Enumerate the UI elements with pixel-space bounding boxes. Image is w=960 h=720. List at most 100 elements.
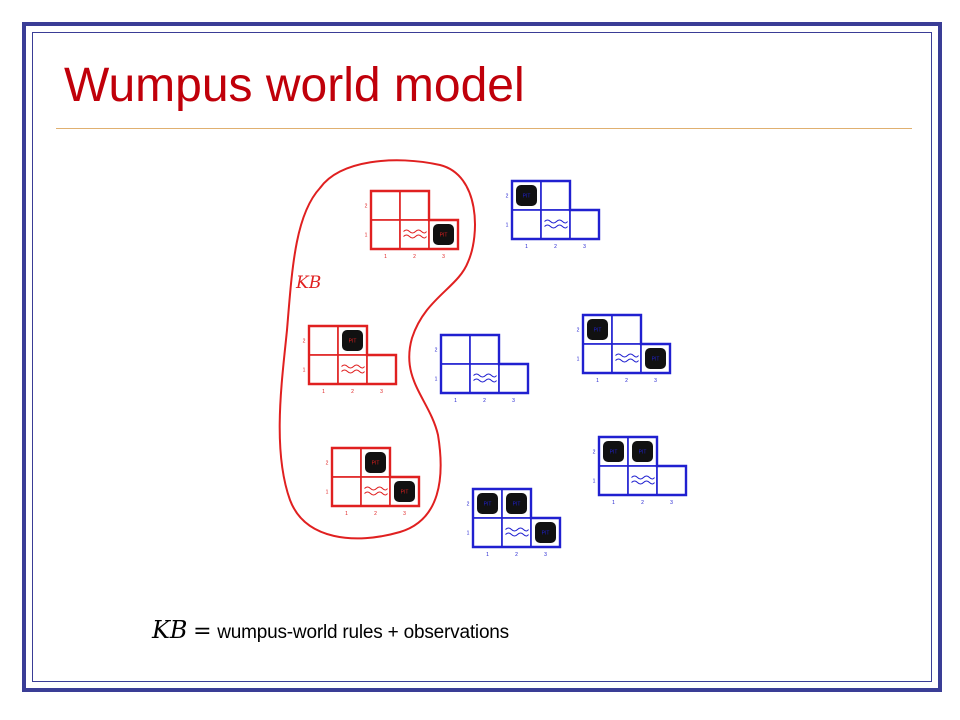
y-axis-label: 1 <box>593 479 596 485</box>
pit-icon <box>433 224 454 245</box>
breeze-icon <box>505 527 529 532</box>
breeze-icon <box>631 475 655 480</box>
caption-rhs: wumpus-world rules + observations <box>217 622 509 643</box>
y-axis-label: 2 <box>467 502 470 508</box>
grid-outline <box>471 487 562 549</box>
grid-cell <box>469 334 500 365</box>
x-axis-label: 2 <box>483 398 486 404</box>
pit-icon <box>645 348 666 369</box>
grid-cell <box>337 354 368 385</box>
grid-cell <box>399 219 430 250</box>
y-axis-label: 2 <box>506 194 509 200</box>
model-g: PIT PIT 1 2 3 1 2 <box>593 435 688 506</box>
breeze-icon <box>364 491 388 496</box>
pit-label: PIT <box>523 194 531 200</box>
y-axis-label: 1 <box>506 223 509 229</box>
pit-icon <box>394 481 415 502</box>
grid-outline <box>581 313 672 375</box>
x-axis-label: 3 <box>544 552 547 558</box>
model-e: 1 2 3 1 2 <box>435 333 530 404</box>
x-axis-label: 3 <box>380 389 383 395</box>
breeze-icon <box>615 353 639 358</box>
pit-icon <box>535 522 556 543</box>
x-axis-label: 1 <box>486 552 489 558</box>
grid-cell <box>582 343 613 374</box>
slide-inner-border <box>32 32 932 682</box>
x-axis-label: 3 <box>654 378 657 384</box>
grid-outline <box>597 435 688 497</box>
grid-cell <box>598 465 629 496</box>
y-axis-label: 2 <box>593 450 596 456</box>
grid-cell <box>498 363 529 394</box>
breeze-icon <box>505 532 529 537</box>
model-h: PIT PIT PIT 1 2 3 1 2 <box>467 487 562 558</box>
grid-cell <box>370 190 401 221</box>
grid-outline <box>369 189 460 251</box>
pit-label: PIT <box>639 450 647 456</box>
grid-cell <box>469 363 500 394</box>
grid-cell <box>569 209 600 240</box>
grid-cell <box>540 180 571 211</box>
pit-icon <box>477 493 498 514</box>
x-axis-label: 3 <box>403 511 406 517</box>
pit-label: PIT <box>610 450 618 456</box>
y-axis-label: 2 <box>326 461 329 467</box>
pit-label: PIT <box>594 328 602 334</box>
title-underline <box>56 128 912 129</box>
x-axis-label: 1 <box>612 500 615 506</box>
grid-outline <box>439 333 530 395</box>
y-axis-label: 2 <box>303 339 306 345</box>
breeze-icon <box>544 219 568 224</box>
grid-cell <box>366 354 397 385</box>
kb-boundary <box>278 159 476 540</box>
grid-outline <box>510 179 601 241</box>
y-axis-label: 1 <box>365 233 368 239</box>
slide-title: Wumpus world model <box>64 59 525 112</box>
caption-equals: = <box>193 619 212 644</box>
breeze-icon <box>615 358 639 363</box>
pit-icon <box>587 319 608 340</box>
breeze-icon <box>341 369 365 374</box>
grid-cell <box>472 517 503 548</box>
x-axis-label: 2 <box>641 500 644 506</box>
pit-label: PIT <box>440 233 448 239</box>
x-axis-label: 3 <box>670 500 673 506</box>
grid-cell <box>440 334 471 365</box>
grid-cell <box>308 325 339 356</box>
grid-cell <box>511 209 542 240</box>
x-axis-label: 1 <box>384 254 387 260</box>
breeze-icon <box>341 364 365 369</box>
y-axis-label: 1 <box>303 368 306 374</box>
x-axis-label: 3 <box>442 254 445 260</box>
x-axis-label: 1 <box>525 244 528 250</box>
slide-outer-border <box>22 22 942 692</box>
pit-icon <box>516 185 537 206</box>
x-axis-label: 2 <box>515 552 518 558</box>
x-axis-label: 1 <box>596 378 599 384</box>
x-axis-label: 3 <box>512 398 515 404</box>
grid-cell <box>611 314 642 345</box>
pit-icon <box>603 441 624 462</box>
y-axis-label: 1 <box>467 531 470 537</box>
kb-definition-caption: KB = wumpus-world rules + observations <box>152 616 509 644</box>
pit-label: PIT <box>372 461 380 467</box>
y-axis-label: 2 <box>435 348 438 354</box>
y-axis-label: 2 <box>365 204 368 210</box>
pit-label: PIT <box>513 502 521 508</box>
pit-label: PIT <box>542 531 550 537</box>
grid-cell <box>331 476 362 507</box>
pit-icon <box>632 441 653 462</box>
x-axis-label: 1 <box>454 398 457 404</box>
pit-label: PIT <box>484 502 492 508</box>
grid-cell <box>501 517 532 548</box>
grid-cell <box>440 363 471 394</box>
pit-icon <box>342 330 363 351</box>
y-axis-label: 1 <box>435 377 438 383</box>
x-axis-label: 2 <box>374 511 377 517</box>
pit-label: PIT <box>401 490 409 496</box>
kb-label: KB <box>295 273 321 293</box>
